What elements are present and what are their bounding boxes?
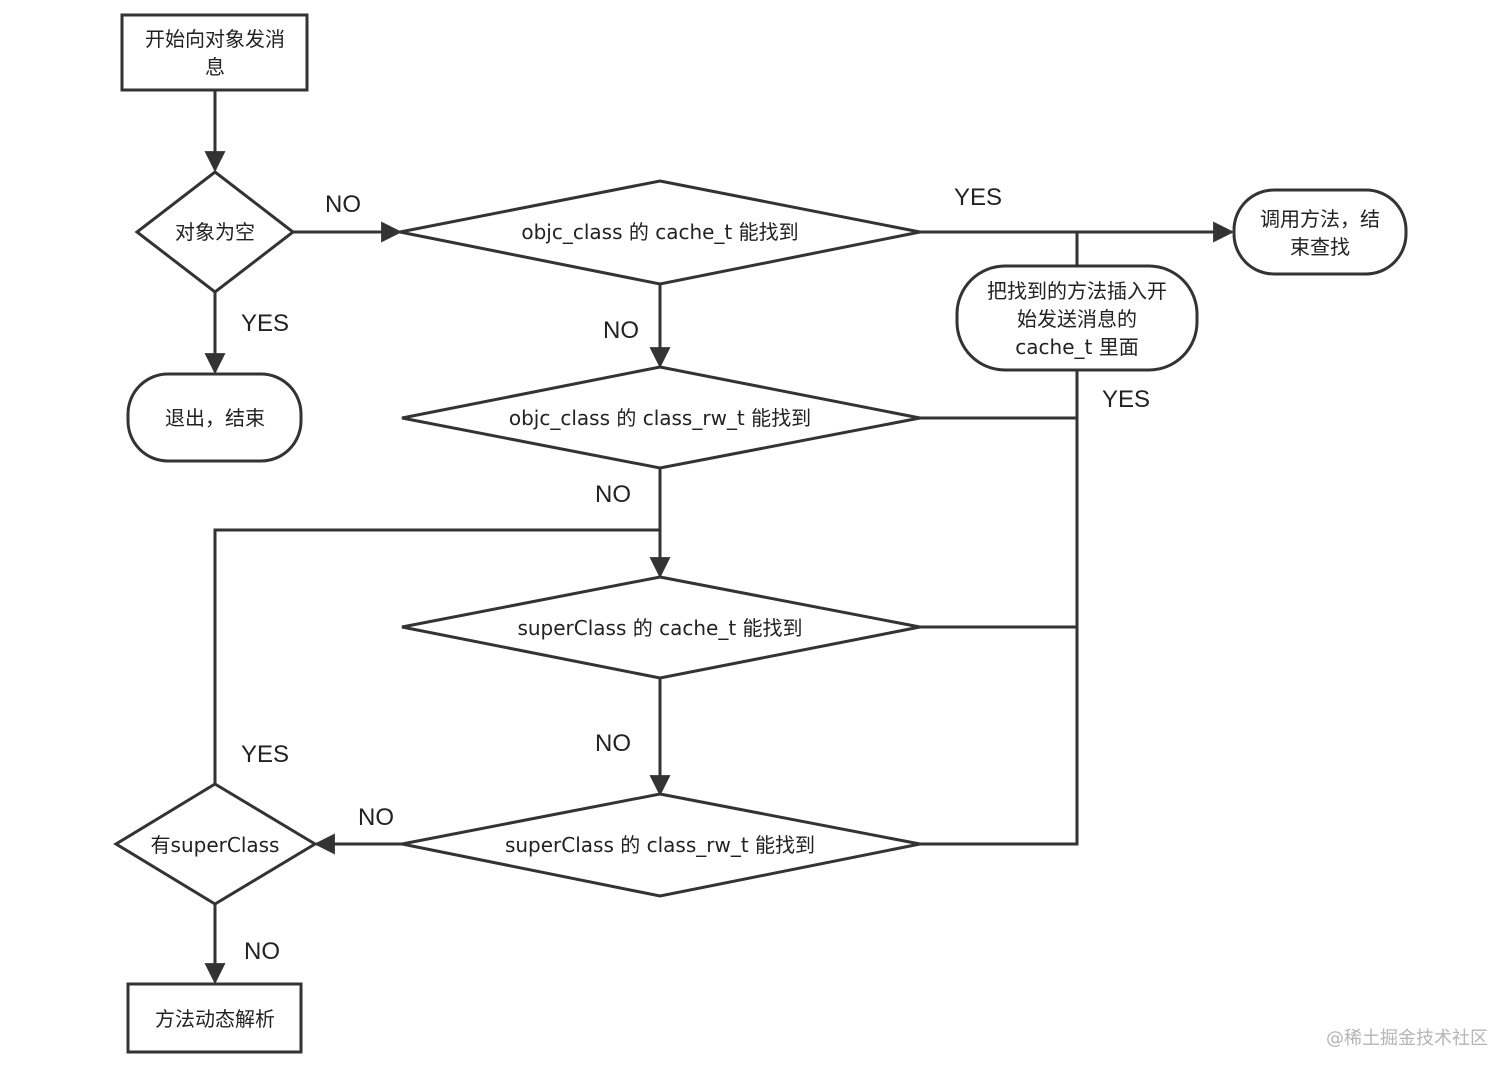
objc-rw-text: objc_class 的 class_rw_t 能找到 bbox=[509, 406, 811, 430]
label-cache-no: NO bbox=[603, 317, 639, 344]
label-super-rw-no: NO bbox=[358, 804, 394, 831]
node-super-rw-decision: superClass 的 class_rw_t 能找到 bbox=[401, 792, 921, 898]
objc-rw-diamond bbox=[401, 365, 921, 470]
node-is-nil-decision: 对象为空 bbox=[134, 170, 296, 294]
has-super-diamond bbox=[113, 782, 318, 906]
node-has-super-decision: 有superClass bbox=[113, 782, 318, 906]
objc-cache-diamond bbox=[399, 179, 921, 286]
dynamic-resolve-text: 方法动态解析 bbox=[155, 1007, 275, 1031]
call-method-text-line2: 束查找 bbox=[1290, 235, 1350, 259]
super-rw-text: superClass 的 class_rw_t 能找到 bbox=[505, 833, 815, 857]
edges bbox=[204, 90, 1235, 985]
exit-box bbox=[126, 372, 303, 463]
node-objc-cache-decision: objc_class 的 cache_t 能找到 bbox=[399, 179, 921, 286]
label-rw-yes: YES bbox=[1102, 386, 1150, 413]
label-has-super-yes: YES bbox=[241, 741, 289, 768]
dynamic-resolve-box bbox=[126, 982, 303, 1054]
has-super-text: 有superClass bbox=[151, 833, 280, 857]
insert-cache-text-line1: 把找到的方法插入开 bbox=[987, 279, 1167, 303]
label-cache-yes: YES bbox=[954, 184, 1002, 211]
super-rw-diamond bbox=[401, 792, 921, 898]
label-nil-no: NO bbox=[325, 191, 361, 218]
exit-text: 退出，结束 bbox=[165, 406, 265, 430]
node-dynamic-resolve: 方法动态解析 bbox=[126, 982, 303, 1054]
watermark: @稀土掘金技术社区 bbox=[1326, 1028, 1488, 1049]
super-cache-diamond bbox=[401, 575, 921, 680]
is-nil-text: 对象为空 bbox=[175, 220, 255, 244]
insert-cache-text-line2: 始发送消息的 bbox=[1017, 307, 1137, 331]
node-super-cache-decision: superClass 的 cache_t 能找到 bbox=[401, 575, 921, 680]
label-rw-no: NO bbox=[595, 481, 631, 508]
edge-labels: NO YES YES NO YES NO NO NO YES NO bbox=[241, 184, 1150, 965]
label-has-super-no: NO bbox=[244, 938, 280, 965]
node-objc-rw-decision: objc_class 的 class_rw_t 能找到 bbox=[401, 365, 921, 470]
insert-cache-box bbox=[955, 264, 1199, 372]
is-nil-diamond bbox=[134, 170, 296, 294]
start-text-line1: 开始向对象发消 bbox=[145, 27, 285, 51]
start-box bbox=[120, 13, 309, 92]
call-method-box bbox=[1232, 188, 1408, 276]
call-method-text-line1: 调用方法，结 bbox=[1260, 207, 1380, 231]
node-call-method: 调用方法，结 束查找 bbox=[1232, 188, 1408, 276]
node-exit: 退出，结束 bbox=[126, 372, 303, 463]
label-nil-yes: YES bbox=[241, 310, 289, 337]
edge-super-rw-yes-bus bbox=[920, 370, 1079, 846]
node-insert-cache: 把找到的方法插入开 始发送消息的 cache_t 里面 bbox=[955, 264, 1199, 372]
node-start: 开始向对象发消 息 bbox=[120, 13, 309, 92]
start-text-line2: 息 bbox=[205, 55, 225, 79]
objc-cache-text: objc_class 的 cache_t 能找到 bbox=[521, 220, 798, 244]
label-super-cache-no: NO bbox=[595, 730, 631, 757]
insert-cache-text-line3: cache_t 里面 bbox=[1015, 335, 1138, 359]
super-cache-text: superClass 的 cache_t 能找到 bbox=[517, 616, 802, 640]
edge-has-super-yes-loop bbox=[213, 528, 660, 784]
